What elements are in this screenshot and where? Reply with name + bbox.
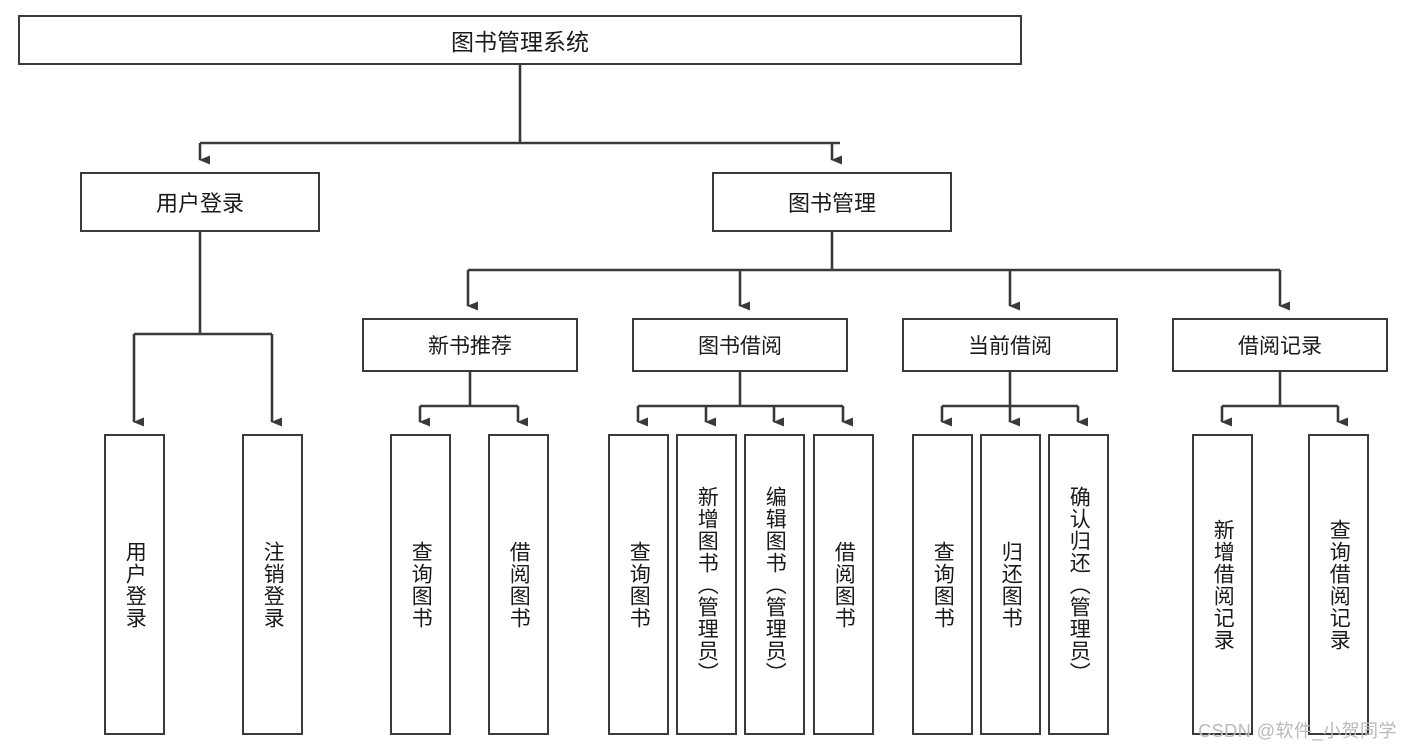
leaf-label: 借阅图书 [832, 540, 856, 629]
leaf-query-book-borrow[interactable]: 查询图书 [608, 434, 669, 735]
leaf-return-book[interactable]: 归还图书 [980, 434, 1041, 735]
node-label: 图书管理 [787, 191, 876, 216]
node-book-management[interactable]: 图书管理 [712, 172, 952, 232]
node-label: 借阅记录 [1238, 335, 1322, 358]
node-user-login[interactable]: 用户登录 [80, 172, 320, 232]
leaf-label: 确认归还（管理员） [1067, 485, 1091, 684]
node-label: 图书借阅 [698, 335, 782, 358]
node-new-book-recommend[interactable]: 新书推荐 [362, 318, 578, 372]
leaf-label: 查询图书 [931, 540, 955, 629]
leaf-label: 新增图书（管理员） [695, 485, 719, 684]
leaf-borrow-book-recommend[interactable]: 借阅图书 [488, 434, 549, 735]
leaf-label: 注销登录 [261, 540, 285, 629]
leaf-query-book-current[interactable]: 查询图书 [912, 434, 973, 735]
leaf-label: 编辑图书（管理员） [763, 485, 787, 684]
watermark-text: CSDN @软件_小贺同学 [1198, 721, 1397, 741]
leaf-query-book-recommend[interactable]: 查询图书 [390, 434, 451, 735]
leaf-label: 查询图书 [627, 540, 651, 629]
leaf-user-login[interactable]: 用户登录 [104, 434, 165, 735]
leaf-borrow-book[interactable]: 借阅图书 [813, 434, 874, 735]
leaf-label: 新增借阅记录 [1211, 518, 1235, 651]
leaf-query-borrow-record[interactable]: 查询借阅记录 [1308, 434, 1369, 735]
leaf-logout-login[interactable]: 注销登录 [242, 434, 303, 735]
node-borrow-record[interactable]: 借阅记录 [1172, 318, 1388, 372]
leaf-label: 查询借阅记录 [1327, 518, 1351, 651]
node-label: 用户登录 [155, 191, 244, 216]
leaf-confirm-return-admin[interactable]: 确认归还（管理员） [1048, 434, 1109, 735]
leaf-label: 归还图书 [999, 540, 1023, 629]
leaf-label: 查询图书 [409, 540, 433, 629]
node-label: 新书推荐 [428, 335, 512, 358]
node-label: 当前借阅 [968, 335, 1052, 358]
leaf-label: 借阅图书 [507, 540, 531, 629]
leaf-add-book-admin[interactable]: 新增图书（管理员） [676, 434, 737, 735]
leaf-label: 用户登录 [123, 540, 147, 629]
node-root-book-management-system[interactable]: 图书管理系统 [18, 15, 1022, 65]
leaf-add-borrow-record[interactable]: 新增借阅记录 [1192, 434, 1253, 735]
node-book-borrow[interactable]: 图书借阅 [632, 318, 848, 372]
leaf-edit-book-admin[interactable]: 编辑图书（管理员） [744, 434, 805, 735]
node-current-borrow[interactable]: 当前借阅 [902, 318, 1118, 372]
node-label: 图书管理系统 [451, 29, 589, 55]
